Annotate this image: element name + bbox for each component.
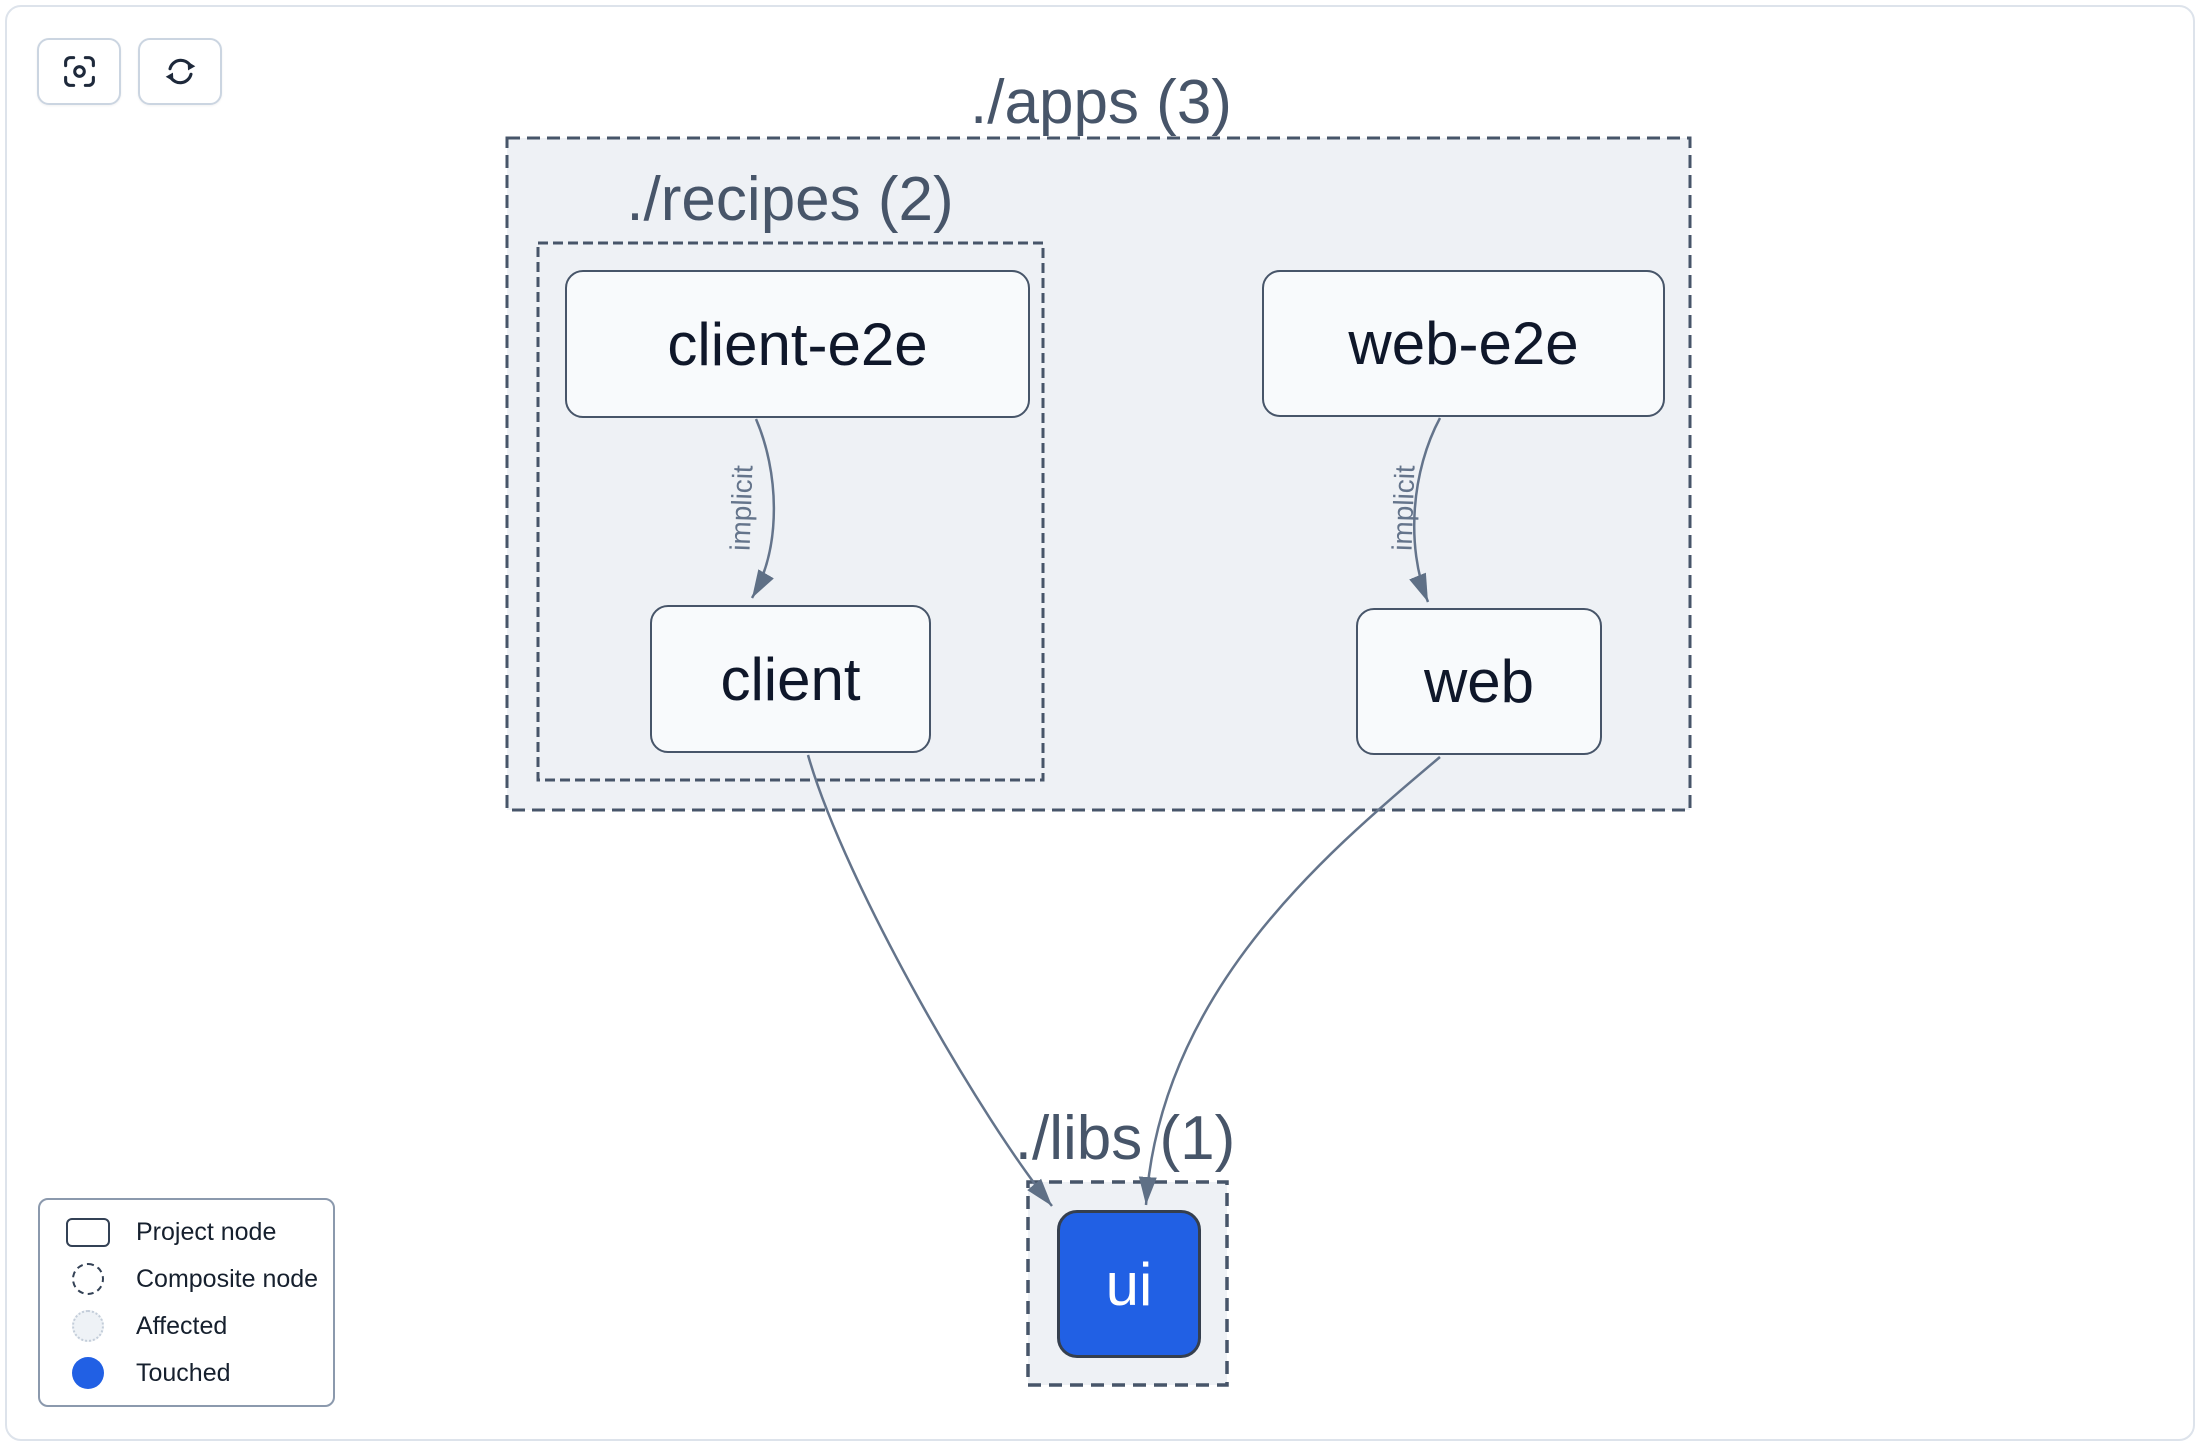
group-label-apps: ./apps (3): [970, 68, 1232, 137]
legend-label: Affected: [136, 1311, 228, 1340]
group-label-recipes: ./recipes (2): [626, 165, 954, 234]
node-client-e2e[interactable]: client-e2e: [565, 270, 1030, 418]
legend-row-composite-node: Composite node: [40, 1256, 333, 1303]
legend-label: Touched: [136, 1358, 231, 1387]
edge-label-implicit-web: implicit: [1386, 464, 1421, 552]
edge-client-e2e-to-client: [750, 418, 776, 599]
composite-node-swatch-icon: [62, 1263, 114, 1295]
node-ui-touched[interactable]: ui: [1057, 1210, 1201, 1358]
affected-swatch-icon: [62, 1310, 114, 1342]
refresh-graph-button[interactable]: [138, 38, 222, 105]
legend-row-affected: Affected: [40, 1303, 333, 1350]
touched-swatch-icon: [62, 1357, 114, 1389]
edge-client-to-ui: [806, 754, 1053, 1207]
crosshair-focus-icon: [63, 56, 95, 87]
graph-toolbar: [37, 38, 222, 105]
refresh-icon: [165, 58, 195, 85]
node-web[interactable]: web: [1356, 608, 1602, 755]
node-web-e2e[interactable]: web-e2e: [1262, 270, 1665, 417]
legend-row-touched: Touched: [40, 1350, 333, 1397]
legend-label: Composite node: [136, 1264, 319, 1293]
focus-view-button[interactable]: [37, 38, 121, 105]
edge-web-to-ui: [1138, 756, 1441, 1206]
edge-label-implicit-client: implicit: [724, 464, 759, 552]
legend-label: Project node: [136, 1217, 277, 1246]
edge-web-e2e-to-web: [1409, 417, 1442, 603]
legend-panel: Project node Composite node Affected Tou…: [38, 1198, 335, 1407]
node-client[interactable]: client: [650, 605, 931, 753]
project-node-swatch-icon: [62, 1217, 114, 1247]
group-label-libs: ./libs (1): [1014, 1104, 1236, 1173]
legend-row-project-node: Project node: [40, 1209, 333, 1256]
